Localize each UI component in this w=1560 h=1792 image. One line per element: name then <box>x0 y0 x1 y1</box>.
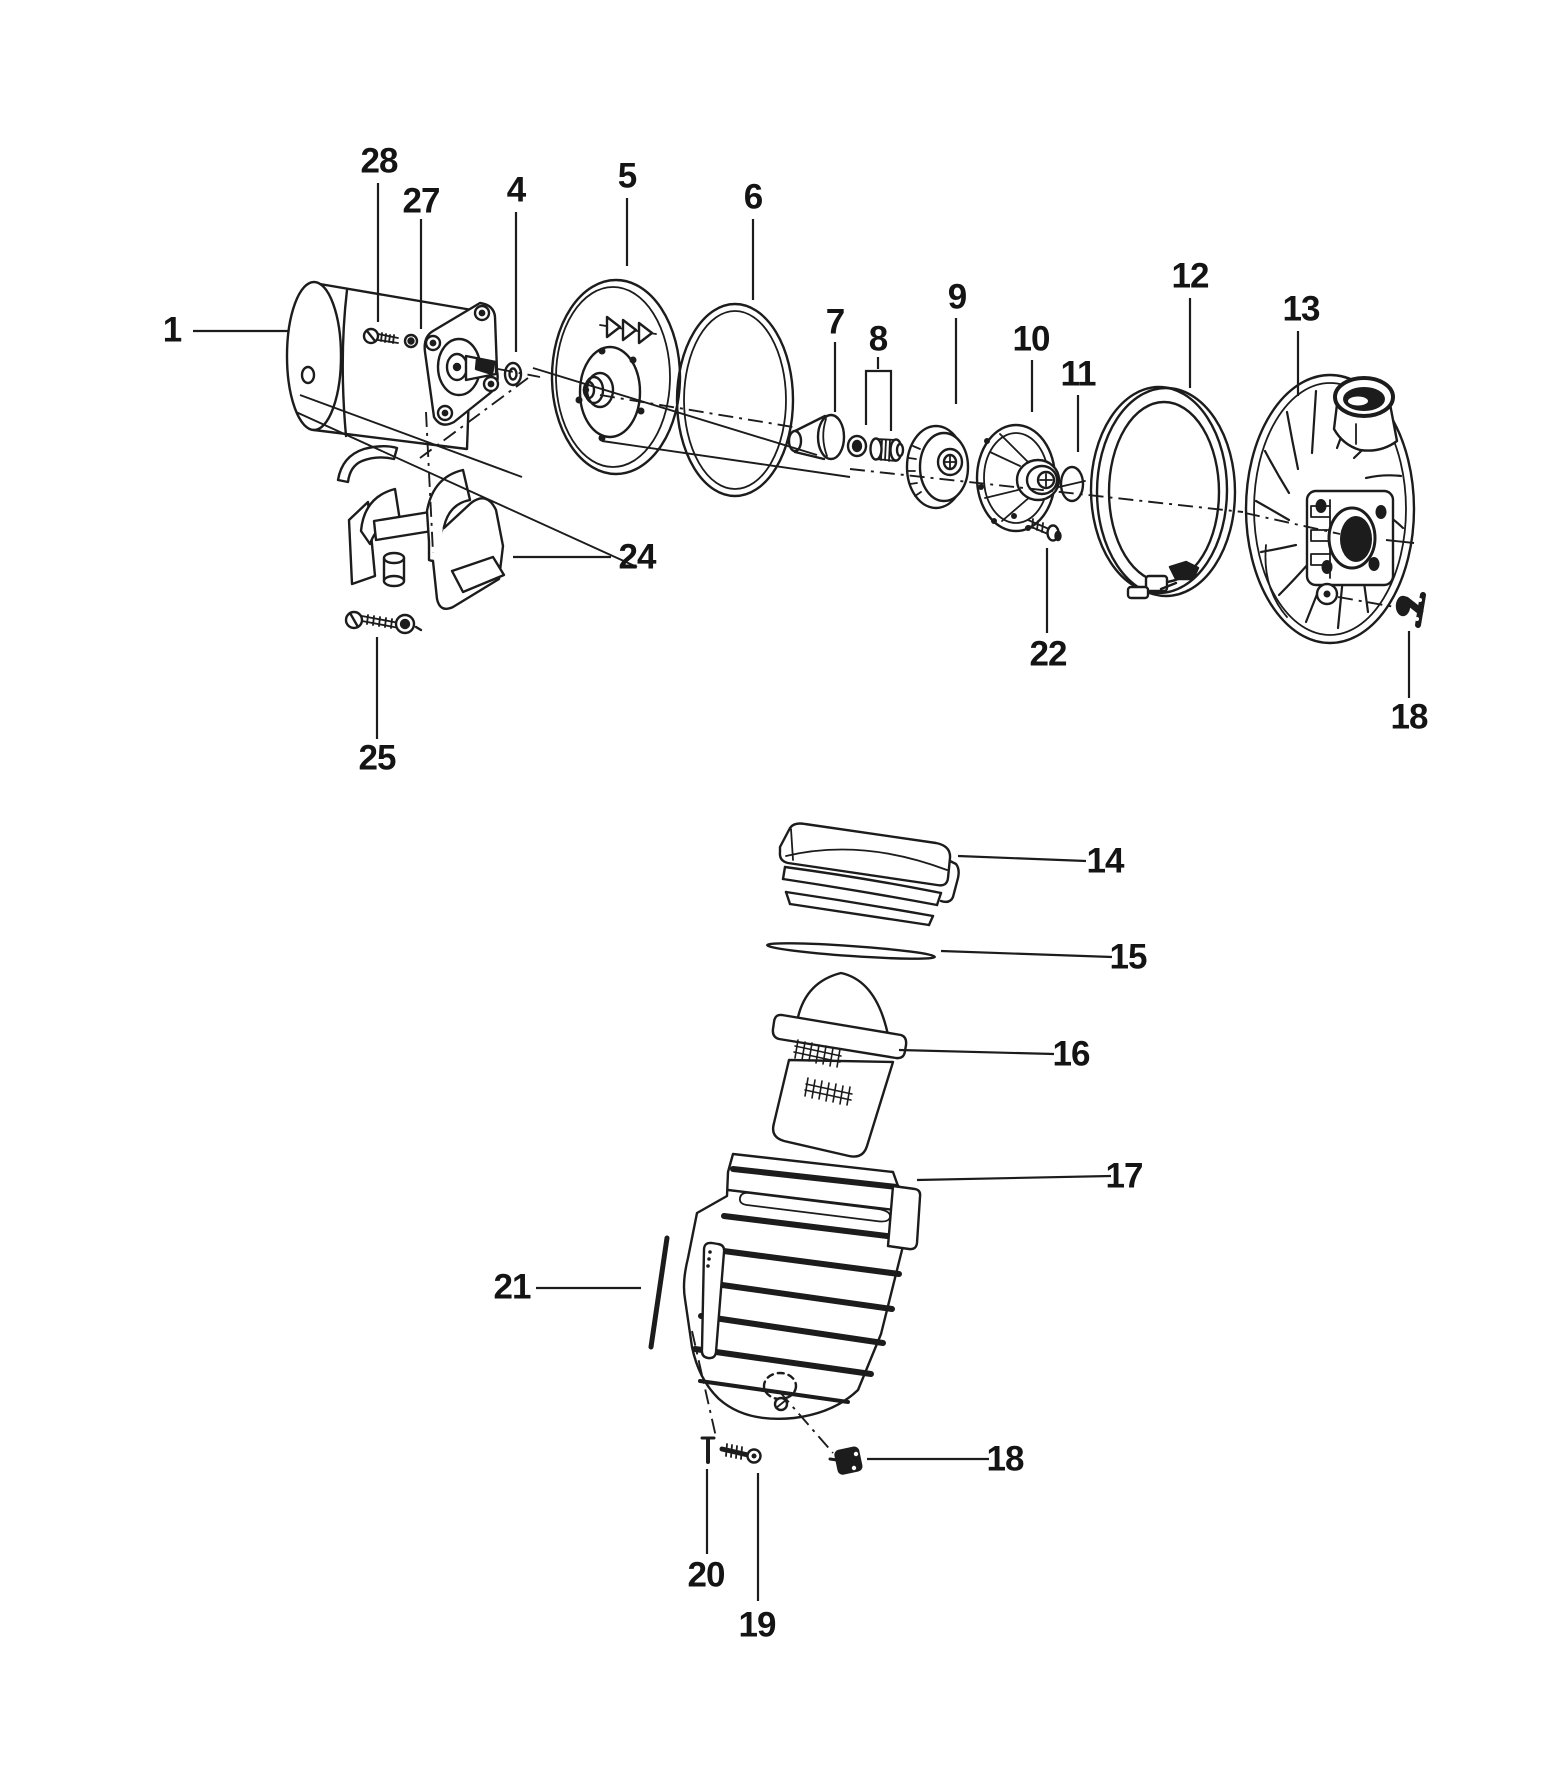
mount-strap <box>336 445 399 484</box>
center-line <box>1244 512 1341 535</box>
part-label-19: 19 <box>739 1606 776 1645</box>
center-line <box>532 367 818 456</box>
center-line <box>1337 596 1396 608</box>
rotation-arrows <box>605 315 654 345</box>
part-label-15: 15 <box>1110 938 1147 977</box>
part-label-28: 28 <box>361 142 398 181</box>
leader-line-15 <box>940 949 1113 959</box>
part-label-24: 24 <box>619 538 657 577</box>
motor-plug <box>403 333 419 349</box>
leader-line-16 <box>898 1048 1055 1056</box>
part-label-25: 25 <box>359 739 396 778</box>
clamp-ring <box>1089 385 1237 600</box>
part-label-13: 13 <box>1283 290 1320 329</box>
center-line <box>295 411 638 568</box>
basket-mesh <box>793 1039 853 1106</box>
shaft-washer <box>503 361 523 387</box>
housing-oring <box>675 302 795 498</box>
part-label-7: 7 <box>826 303 844 342</box>
impeller <box>905 424 970 510</box>
part-label-1: 1 <box>163 311 182 350</box>
diffuser <box>975 423 1061 533</box>
center-line <box>497 368 541 378</box>
diffuser-screw <box>1011 513 1062 542</box>
part-label-17: 17 <box>1106 1157 1143 1196</box>
leader-line-14 <box>957 854 1087 863</box>
part-label-21: 21 <box>494 1268 531 1307</box>
seal-plate <box>550 278 682 476</box>
part-label-8: 8 <box>869 320 888 359</box>
part-label-5: 5 <box>618 157 637 196</box>
part-label-18: 18 <box>987 1440 1024 1479</box>
lid-gasket <box>766 942 936 960</box>
part-label-4: 4 <box>507 171 527 210</box>
housing-drain-plug <box>1395 592 1426 628</box>
center-line <box>778 1390 834 1454</box>
center-line <box>849 468 1244 513</box>
part-label-27: 27 <box>403 182 440 221</box>
tube <box>648 1235 670 1350</box>
center-line <box>691 1330 717 1438</box>
leader-line-17 <box>916 1174 1112 1182</box>
trap-outlet-tab <box>886 1184 922 1251</box>
base-bolt <box>344 610 423 635</box>
diffuser-oring <box>1058 465 1086 503</box>
part-label-20: 20 <box>688 1556 725 1595</box>
motor-screw <box>362 327 399 345</box>
strainer-basket <box>771 971 908 1158</box>
center-line <box>419 377 529 459</box>
part-label-10: 10 <box>1013 320 1050 359</box>
centerlines-layer <box>295 367 1415 1454</box>
center-line <box>299 394 523 478</box>
trap-body <box>682 1152 922 1421</box>
center-line <box>601 440 851 478</box>
part-label-16: 16 <box>1053 1035 1090 1074</box>
shaft-key <box>474 357 496 376</box>
part-label-6: 6 <box>744 178 763 217</box>
center-line <box>1385 539 1415 544</box>
center-line <box>425 411 434 554</box>
trap-side-rail <box>700 1241 726 1360</box>
part-label-22: 22 <box>1030 635 1067 674</box>
motor-base <box>347 468 506 610</box>
shaft-seal <box>846 434 905 462</box>
pin <box>700 1436 716 1464</box>
trap-drain-plug <box>828 1446 863 1475</box>
trap-lid <box>778 822 960 927</box>
part-label-14: 14 <box>1087 842 1125 881</box>
leader-bracket-8 <box>864 369 893 431</box>
part-label-11: 11 <box>1061 355 1097 394</box>
motor <box>285 280 500 451</box>
part-label-9: 9 <box>948 278 967 317</box>
part-label-12: 12 <box>1172 257 1209 296</box>
center-line <box>599 394 794 428</box>
slinger <box>787 413 846 461</box>
trap-screw <box>719 1443 762 1464</box>
pump-housing <box>1244 373 1416 645</box>
part-label-18: 18 <box>1391 698 1428 737</box>
